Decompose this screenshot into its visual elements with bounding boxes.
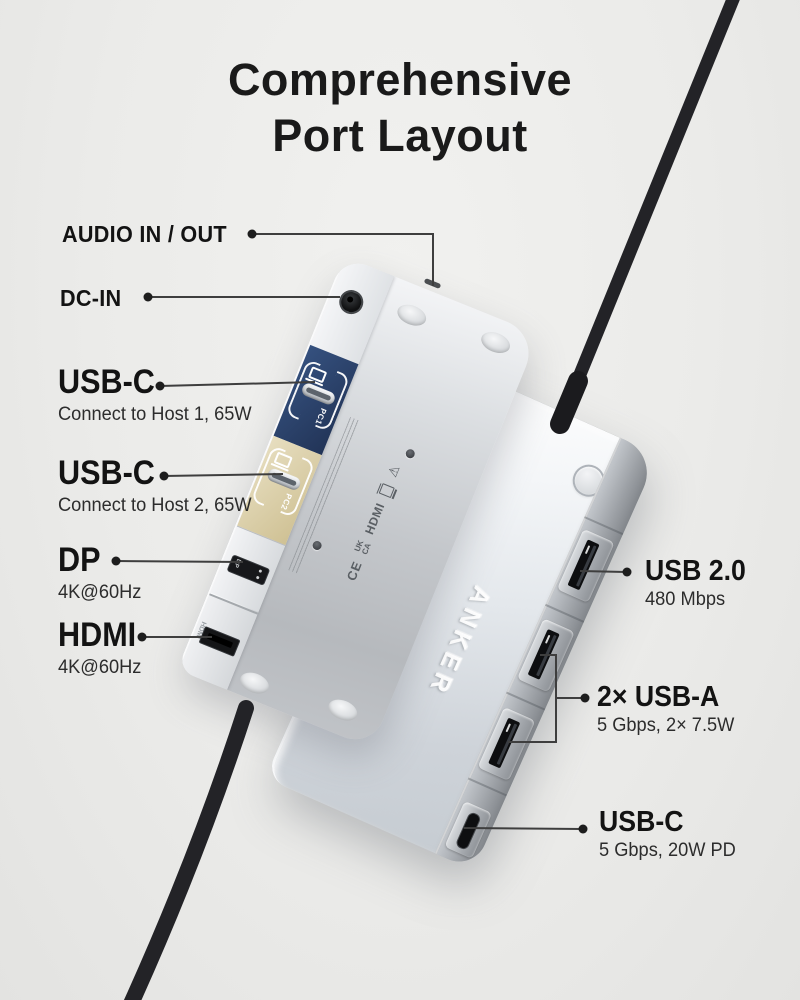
ukca-mark: UK CA <box>352 538 373 556</box>
title-line-1: Comprehensive <box>227 54 573 105</box>
rubber-foot <box>325 695 361 725</box>
callout-usb-c-data: USB-C 5 Gbps, 20W PD <box>599 807 742 862</box>
callout-usb-c-host1-heading: USB-C <box>58 363 155 401</box>
callout-usb-c-host1-sub: Connect to Host 1, 65W <box>58 403 252 425</box>
audio-jack-slot <box>423 277 442 290</box>
screw <box>311 539 323 552</box>
weee-bin-icon <box>378 482 395 498</box>
io-edge-segment <box>310 256 395 365</box>
dot-dc-in <box>143 292 153 302</box>
port-tag-dp: DP <box>232 557 242 569</box>
callout-usb-a-pair-heading: 2× USB-A <box>597 681 720 713</box>
hdmi-cert-mark: HDMI <box>362 500 388 537</box>
hdmi-port <box>198 625 241 657</box>
callout-usb-a-pair: 2× USB-A 5 Gbps, 2× 7.5W <box>597 682 740 737</box>
callout-hdmi-sub: 4K@60Hz <box>58 656 142 678</box>
warning-triangle-icon: ⚠ <box>384 462 403 480</box>
callout-audio-heading: AUDIO IN / OUT <box>62 221 227 247</box>
dot-usb-2-0 <box>622 567 632 577</box>
callout-hdmi-heading: HDMI <box>58 616 137 654</box>
callout-usb-c-host1: USB-C Connect to Host 1, 65W <box>58 363 260 426</box>
laptop-icon <box>273 451 293 469</box>
callout-dc-in-heading: DC-IN <box>60 285 122 311</box>
callout-usb-2-0-sub: 480 Mbps <box>645 589 726 611</box>
ce-mark: CE <box>343 558 365 583</box>
dot-usb-c-data <box>578 824 588 834</box>
callout-usb-2-0-heading: USB 2.0 <box>645 555 746 587</box>
host-cable-bottom <box>123 700 254 1000</box>
page-title: Comprehensive Port Layout <box>0 52 800 164</box>
usb-c-slot <box>454 810 482 852</box>
callout-usb-c-host2-sub: Connect to Host 2, 65W <box>58 494 252 516</box>
rubber-foot <box>394 300 430 330</box>
rubber-foot <box>237 668 272 698</box>
callout-usb-2-0: USB 2.0 480 Mbps <box>645 556 755 611</box>
dot-usb-a <box>580 693 590 703</box>
callout-usb-c-data-heading: USB-C <box>599 806 684 838</box>
rubber-foot <box>478 328 514 358</box>
callout-usb-c-data-sub: 5 Gbps, 20W PD <box>599 840 736 862</box>
callout-usb-c-host2: USB-C Connect to Host 2, 65W <box>58 454 260 517</box>
callout-dc-in: DC-IN <box>60 285 125 312</box>
certification-marks: CE UK CA HDMI ⚠ <box>336 435 420 585</box>
dc-in-jack <box>335 286 367 318</box>
callout-usb-c-host2-heading: USB-C <box>58 454 155 492</box>
callout-hdmi: HDMI 4K@60Hz <box>58 616 145 679</box>
title-line-2: Port Layout <box>272 110 528 161</box>
callout-usb-a-pair-sub: 5 Gbps, 2× 7.5W <box>597 715 735 737</box>
callout-dp-heading: DP <box>58 541 101 579</box>
callout-audio: AUDIO IN / OUT <box>62 221 237 248</box>
dp-port: DP <box>226 554 271 586</box>
callout-dp: DP 4K@60Hz <box>58 541 145 604</box>
callout-dp-sub: 4K@60Hz <box>58 581 142 603</box>
laptop-icon <box>307 366 328 384</box>
dot-audio <box>247 229 257 239</box>
